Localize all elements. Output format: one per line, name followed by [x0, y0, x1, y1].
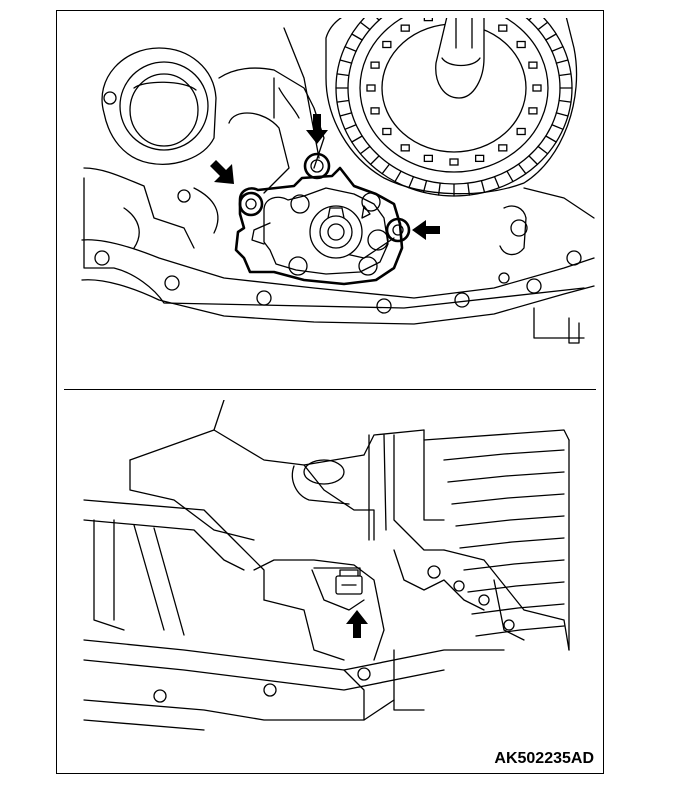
cover-bolts	[238, 152, 411, 276]
oil-pan	[83, 499, 505, 731]
gear-tooth	[545, 135, 557, 143]
gear-hole	[532, 84, 542, 92]
case-rib	[463, 559, 565, 571]
gear-tooth	[359, 145, 371, 155]
gear-hole	[498, 24, 508, 32]
arrow-upper-left	[210, 160, 234, 184]
top-illustration	[81, 18, 595, 344]
gear-tooth	[506, 170, 514, 183]
gear-tooth	[336, 99, 350, 103]
gear-hole	[366, 84, 376, 92]
gear-hole	[449, 158, 459, 166]
gear-tooth	[537, 21, 549, 31]
gear-tooth	[545, 33, 557, 41]
gear-hole	[498, 144, 508, 152]
gear-hole	[382, 40, 392, 49]
gear-tooth	[480, 180, 486, 193]
gear-hole	[474, 154, 485, 163]
case-rib	[467, 581, 565, 593]
gear-holes	[366, 18, 542, 166]
gear-tooth	[437, 182, 441, 196]
gear-tooth	[336, 73, 350, 77]
gear-tooth	[381, 163, 391, 175]
gear-tooth	[551, 46, 564, 52]
gear-tooth	[558, 99, 572, 103]
gear-tooth	[369, 155, 380, 166]
housing-body	[83, 27, 585, 309]
gear-tooth	[351, 135, 363, 143]
gear-tooth	[555, 59, 569, 64]
gear-hole	[516, 127, 526, 136]
gear-tooth	[408, 176, 415, 189]
gear-tooth	[528, 155, 539, 166]
gear-tooth	[351, 33, 363, 41]
gear-tooth	[359, 21, 371, 31]
gear-tooth	[493, 176, 500, 189]
ribbed-case	[368, 429, 570, 651]
bottom-illustration	[83, 400, 570, 731]
arrow-right	[412, 220, 440, 240]
panel-divider	[64, 389, 596, 390]
arrow-bottom	[346, 610, 368, 638]
gear-tooth	[551, 124, 564, 130]
gear-hole	[423, 154, 434, 163]
gear-tooth	[537, 145, 549, 155]
gear-teeth	[335, 18, 573, 197]
gear-hole	[516, 40, 526, 49]
gear-tooth	[344, 46, 357, 52]
right-castings	[498, 187, 595, 344]
top-arrows	[210, 114, 440, 240]
case-rib	[443, 449, 565, 461]
gear-hole	[370, 61, 380, 69]
gear-tooth	[422, 180, 428, 193]
gear-tooth	[394, 170, 402, 183]
gear-tooth	[467, 182, 471, 196]
gear-tooth	[344, 124, 357, 130]
gear-hole	[528, 107, 538, 115]
case-rib	[459, 537, 565, 549]
target-bolt	[335, 569, 363, 595]
gear-ring	[325, 18, 578, 197]
gear-hole	[400, 24, 410, 32]
gear-hole	[382, 127, 392, 136]
case-upper	[129, 400, 425, 541]
arrow-top	[306, 114, 328, 144]
gear-hole	[400, 144, 410, 152]
gear-tooth	[339, 112, 353, 117]
figure-code: AK502235AD	[494, 750, 594, 767]
bolt-top	[303, 152, 331, 180]
gear-tooth	[558, 73, 572, 77]
upper-left-boss	[101, 47, 217, 203]
case-rib	[471, 603, 565, 615]
gear-tooth	[376, 18, 380, 21]
gear-tooth	[555, 112, 569, 117]
gear-hole	[423, 18, 434, 22]
bolt-right	[385, 217, 411, 243]
gear-tooth	[528, 18, 532, 21]
pump-cover	[234, 166, 404, 286]
case-rib	[451, 493, 565, 505]
flange-strip	[81, 239, 595, 325]
gear-tooth	[339, 59, 353, 64]
bracket-area	[253, 549, 515, 661]
case-rib	[475, 625, 565, 637]
gear-hole	[370, 107, 380, 115]
case-rib	[447, 471, 565, 483]
case-rib	[455, 515, 565, 527]
case-ribs	[443, 449, 565, 637]
gear-hole	[528, 61, 538, 69]
gear-tooth	[517, 163, 527, 175]
bolt-left	[238, 191, 264, 217]
